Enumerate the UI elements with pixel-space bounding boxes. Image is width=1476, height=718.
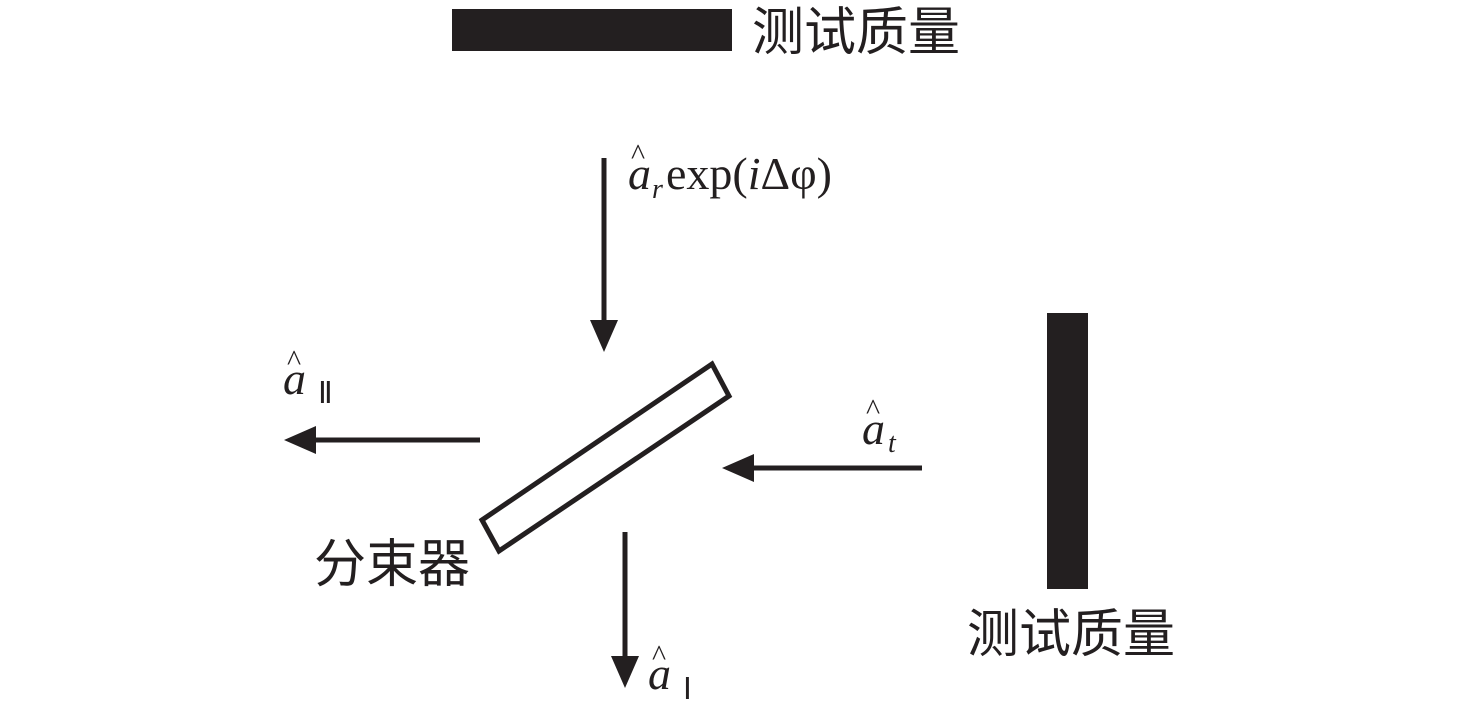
svg-text:^: ^ [866, 393, 880, 426]
output-one-arrow [611, 532, 639, 688]
svg-text:a: a [648, 648, 671, 699]
beam-splitter [478, 360, 733, 555]
svg-text:^: ^ [652, 639, 666, 672]
svg-text:t: t [888, 428, 897, 459]
output-two-arrow [284, 426, 480, 454]
svg-text:^: ^ [287, 344, 301, 377]
test-mass-right-label: 测试质量 [967, 605, 1175, 665]
transmitted-beam-arrow [722, 454, 922, 482]
reflected-beam-label: ^ a r exp(iΔφ) [628, 138, 832, 205]
svg-text:exp(iΔφ): exp(iΔφ) [666, 148, 832, 199]
beam-splitter-label: 分束器 [314, 535, 470, 595]
svg-text:a: a [628, 148, 651, 199]
svg-text:a: a [862, 403, 885, 454]
svg-text:Ⅰ: Ⅰ [683, 673, 692, 706]
svg-text:Ⅱ: Ⅱ [318, 377, 333, 410]
svg-text:^: ^ [631, 138, 645, 171]
output-two-label: ^ a Ⅱ [283, 344, 333, 410]
transmitted-beam-label: ^ a t [862, 393, 897, 459]
test-mass-top-label: 测试质量 [752, 3, 960, 63]
svg-text:r: r [652, 174, 663, 205]
reflected-beam-arrow [590, 158, 618, 352]
test-mass-right [1047, 313, 1088, 589]
output-one-label: ^ a Ⅰ [648, 639, 692, 706]
svg-text:a: a [283, 353, 306, 404]
test-mass-top [452, 9, 732, 51]
